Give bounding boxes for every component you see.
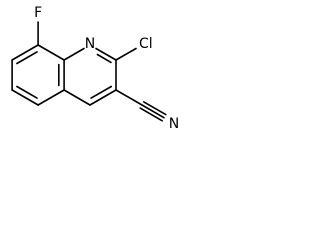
bond-c4-c4a	[63, 89, 91, 106]
triple-bond-upper	[143, 101, 167, 116]
bond-c5-c4a	[37, 89, 65, 106]
fluorine-label: F	[34, 5, 42, 21]
ring-nitrogen-label: N	[85, 36, 95, 52]
bond-c8-c7	[11, 44, 39, 61]
bond-n1-c2-inner	[96, 53, 112, 64]
bond-c8-c7-inner	[16, 51, 38, 65]
bond-c6-c5	[11, 89, 39, 106]
bond-c8a-n1	[63, 47, 85, 61]
bond-c3-cn	[115, 89, 143, 106]
molecule-structure: F N Cl N	[11, 5, 179, 132]
bond-c8a-c8	[37, 44, 65, 61]
nitrile-nitrogen-label: N	[169, 116, 179, 132]
bond-c3-c4-inner	[90, 85, 113, 99]
bond-n1-c2	[95, 47, 117, 61]
triple-bond-lower	[139, 107, 163, 122]
triple-bond-center	[141, 104, 165, 119]
bond-c2-cl	[115, 47, 137, 61]
bond-c6-c5-inner	[16, 85, 38, 99]
bond-c3-c4	[89, 89, 117, 106]
chlorine-label: Cl	[139, 36, 153, 52]
